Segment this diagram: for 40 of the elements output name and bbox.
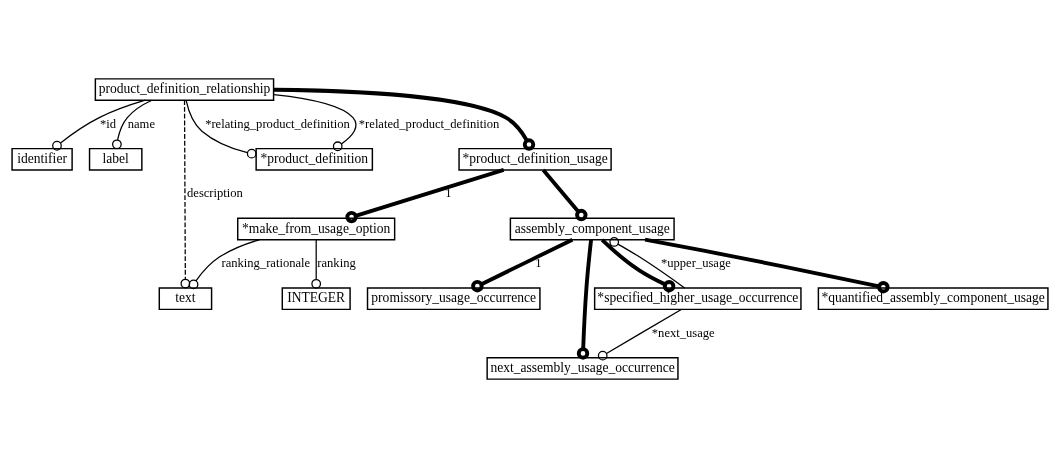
- connector: [471, 237, 574, 293]
- connector: [311, 239, 322, 289]
- node-box: *specified_higher_usage_occurrence: [593, 287, 802, 311]
- connector: [609, 237, 686, 289]
- edge-label: *related_product_definition: [358, 116, 500, 131]
- edge-label: *id: [99, 116, 116, 131]
- node-box: next_assembly_usage_occurrence: [486, 357, 679, 380]
- node-box: assembly_component_usage: [509, 217, 675, 241]
- node-box: label: [88, 147, 143, 171]
- edge-label: ranking_rationale: [221, 256, 311, 271]
- edge-label: ranking: [317, 256, 356, 271]
- connector: [644, 237, 890, 294]
- node-box: INTEGER: [281, 287, 351, 311]
- node-box: product_definition_relationship: [94, 78, 275, 101]
- node-box: identifier: [11, 147, 73, 171]
- connector: [180, 99, 191, 289]
- edge-label: *upper_usage: [660, 256, 731, 271]
- edge-label: 1: [445, 186, 452, 201]
- node-box: text: [158, 287, 213, 311]
- connector: [541, 168, 588, 222]
- connector: [273, 93, 357, 152]
- edge-label: *next_usage: [651, 325, 715, 340]
- connector: [112, 99, 153, 150]
- node-box: *make_from_usage_option: [237, 217, 396, 241]
- connector: [597, 308, 682, 361]
- node-box: promissory_usage_occurrence: [366, 287, 541, 311]
- connector: [52, 99, 146, 151]
- node-box: *product_definition_usage: [458, 147, 612, 171]
- connector: [345, 168, 505, 224]
- connector: [576, 239, 593, 360]
- edge-label: description: [187, 186, 243, 201]
- node-box: *quantified_assembly_component_usage: [817, 287, 1049, 311]
- edge-label: *relating_product_definition: [205, 116, 350, 131]
- connector: [273, 87, 536, 151]
- connector: [185, 99, 257, 159]
- connector: [600, 238, 676, 293]
- edge-label: name: [127, 116, 155, 131]
- node-box: *product_definition: [255, 147, 374, 171]
- edge-label: 1: [535, 256, 542, 271]
- connector: [188, 239, 261, 290]
